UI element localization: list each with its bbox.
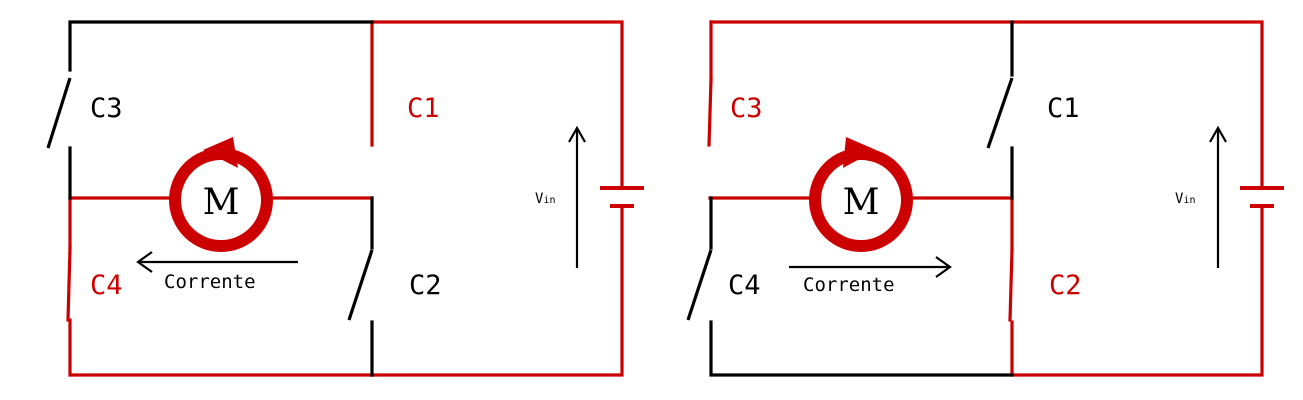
switch-c1-label: C1 bbox=[1047, 93, 1080, 124]
inactive-wires bbox=[709, 20, 1014, 377]
h-bridge-panel-right: M C3 C1 C4 C2 Corrente Vin bbox=[686, 20, 1284, 377]
voltage-arrow bbox=[1209, 125, 1227, 268]
current-arrow-left bbox=[136, 251, 298, 273]
vin-label: Vin bbox=[535, 191, 555, 207]
switch-c4-open bbox=[686, 249, 713, 321]
vin-subscript: in bbox=[543, 195, 555, 206]
h-bridge-panel-left: M C3 C1 C4 C2 Corrente Vin bbox=[46, 20, 644, 377]
current-label: Corrente bbox=[164, 271, 256, 293]
switch-c4-label: C4 bbox=[90, 270, 123, 301]
switch-c1-open bbox=[986, 77, 1014, 149]
switch-c4-label: C4 bbox=[728, 270, 761, 301]
motor: M bbox=[809, 137, 913, 252]
current-arrow-right bbox=[789, 256, 952, 278]
rotation-arrow-ccw-icon bbox=[203, 137, 238, 168]
switch-c2-open bbox=[347, 249, 374, 321]
current-label: Corrente bbox=[803, 274, 895, 296]
inactive-wires bbox=[68, 20, 374, 377]
motor-label: M bbox=[843, 182, 880, 223]
vin-subscript: in bbox=[1183, 195, 1195, 206]
switch-c3-label: C3 bbox=[730, 93, 763, 124]
vin-main: V bbox=[535, 191, 544, 207]
battery-symbol bbox=[1240, 186, 1284, 208]
switch-c1-label: C1 bbox=[407, 93, 440, 124]
rotation-arrow-cw-icon bbox=[843, 137, 876, 168]
vin-main: V bbox=[1175, 191, 1184, 207]
battery-symbol bbox=[600, 186, 644, 208]
switch-c2-label: C2 bbox=[1049, 270, 1082, 301]
motor-label: M bbox=[203, 182, 240, 223]
motor: M bbox=[169, 137, 273, 252]
voltage-arrow bbox=[568, 125, 586, 268]
switch-c3-label: C3 bbox=[90, 93, 123, 124]
vin-label: Vin bbox=[1175, 191, 1195, 207]
switch-c2-label: C2 bbox=[409, 270, 442, 301]
switch-c3-open bbox=[46, 77, 72, 149]
active-current-path bbox=[707, 20, 1264, 377]
